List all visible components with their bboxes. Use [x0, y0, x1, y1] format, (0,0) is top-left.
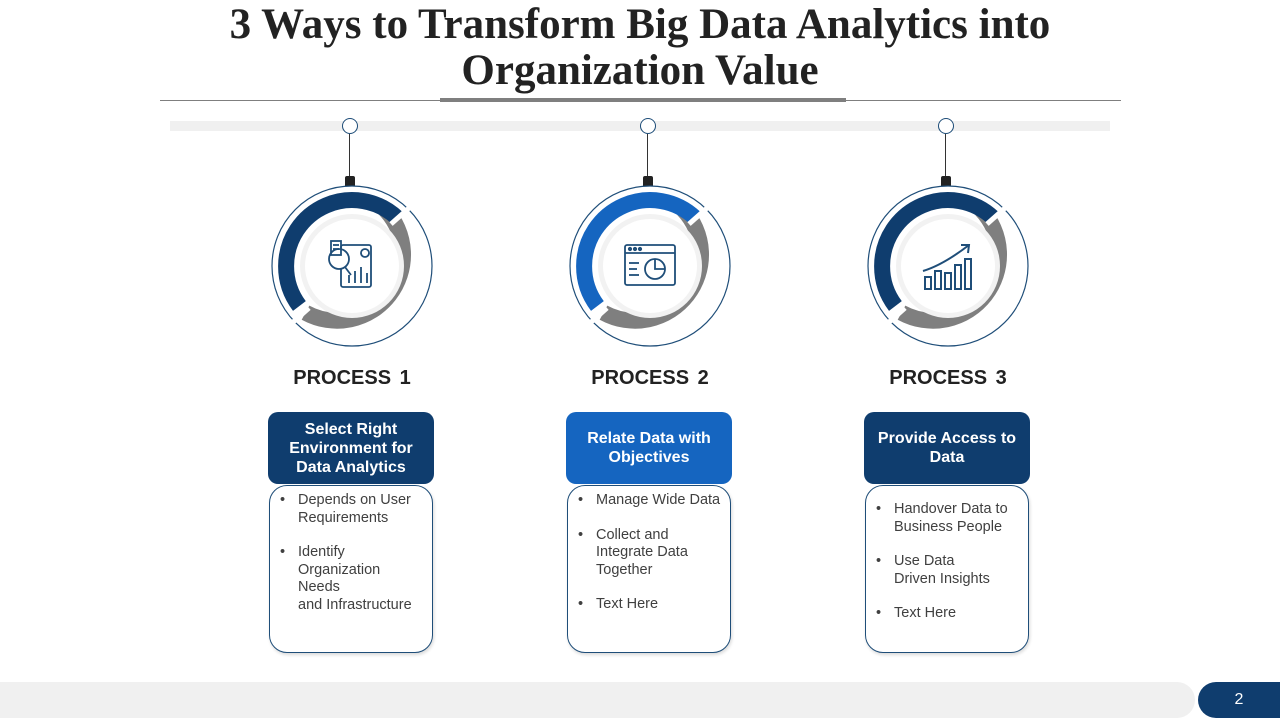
hanger-clip [941, 176, 951, 186]
process-header: Provide Access to Data [864, 412, 1030, 484]
process-details: Handover Data to Business People Use Dat… [865, 485, 1029, 653]
progress-ring [271, 185, 433, 347]
process-label: PROCESS 2 [591, 367, 709, 389]
list-item: Identify Organization Needs and Infrastr… [270, 544, 432, 614]
title-underline [440, 98, 846, 102]
page-number: 2 [1198, 682, 1280, 718]
footer-bar [0, 682, 1195, 718]
process-details: Manage Wide Data Collect and Integrate D… [567, 485, 731, 653]
process-column-2: PROCESS 2 Relate Data with Objectives Ma… [500, 0, 800, 720]
browser-pie-chart-icon [624, 244, 676, 286]
hanger-pin [342, 118, 358, 134]
process-label: PROCESS 1 [293, 367, 411, 389]
progress-ring [569, 185, 731, 347]
process-column-1: PROCESS 1 Select Right Environment for D… [202, 0, 502, 720]
process-label: PROCESS 3 [889, 367, 1007, 389]
list-item: Text Here [866, 605, 1028, 623]
hanger-pin [640, 118, 656, 134]
process-header: Select Right Environment for Data Analyt… [268, 412, 434, 484]
list-item: Depends on User Requirements [270, 492, 432, 527]
list-item: Text Here [568, 596, 730, 614]
hanger-string [945, 134, 946, 176]
process-column-3: PROCESS 3 Provide Access to Data Handove… [798, 0, 1098, 720]
page-title: 3 Ways to Transform Big Data Analytics i… [229, 1, 1051, 94]
hanger-pin [938, 118, 954, 134]
hanger-clip [643, 176, 653, 186]
list-item: Use Data Driven Insights [866, 553, 1028, 588]
data-analysis-chart-icon [328, 240, 372, 288]
hanger-string [349, 134, 350, 176]
hanger-string [647, 134, 648, 176]
hanger-clip [345, 176, 355, 186]
list-item: Collect and Integrate Data Together [568, 527, 730, 580]
list-item: Handover Data to Business People [866, 501, 1028, 536]
process-details: Depends on User Requirements Identify Or… [269, 485, 433, 653]
growth-bar-chart-icon [922, 244, 972, 290]
list-item: Manage Wide Data [568, 492, 730, 510]
process-header: Relate Data with Objectives [566, 412, 732, 484]
